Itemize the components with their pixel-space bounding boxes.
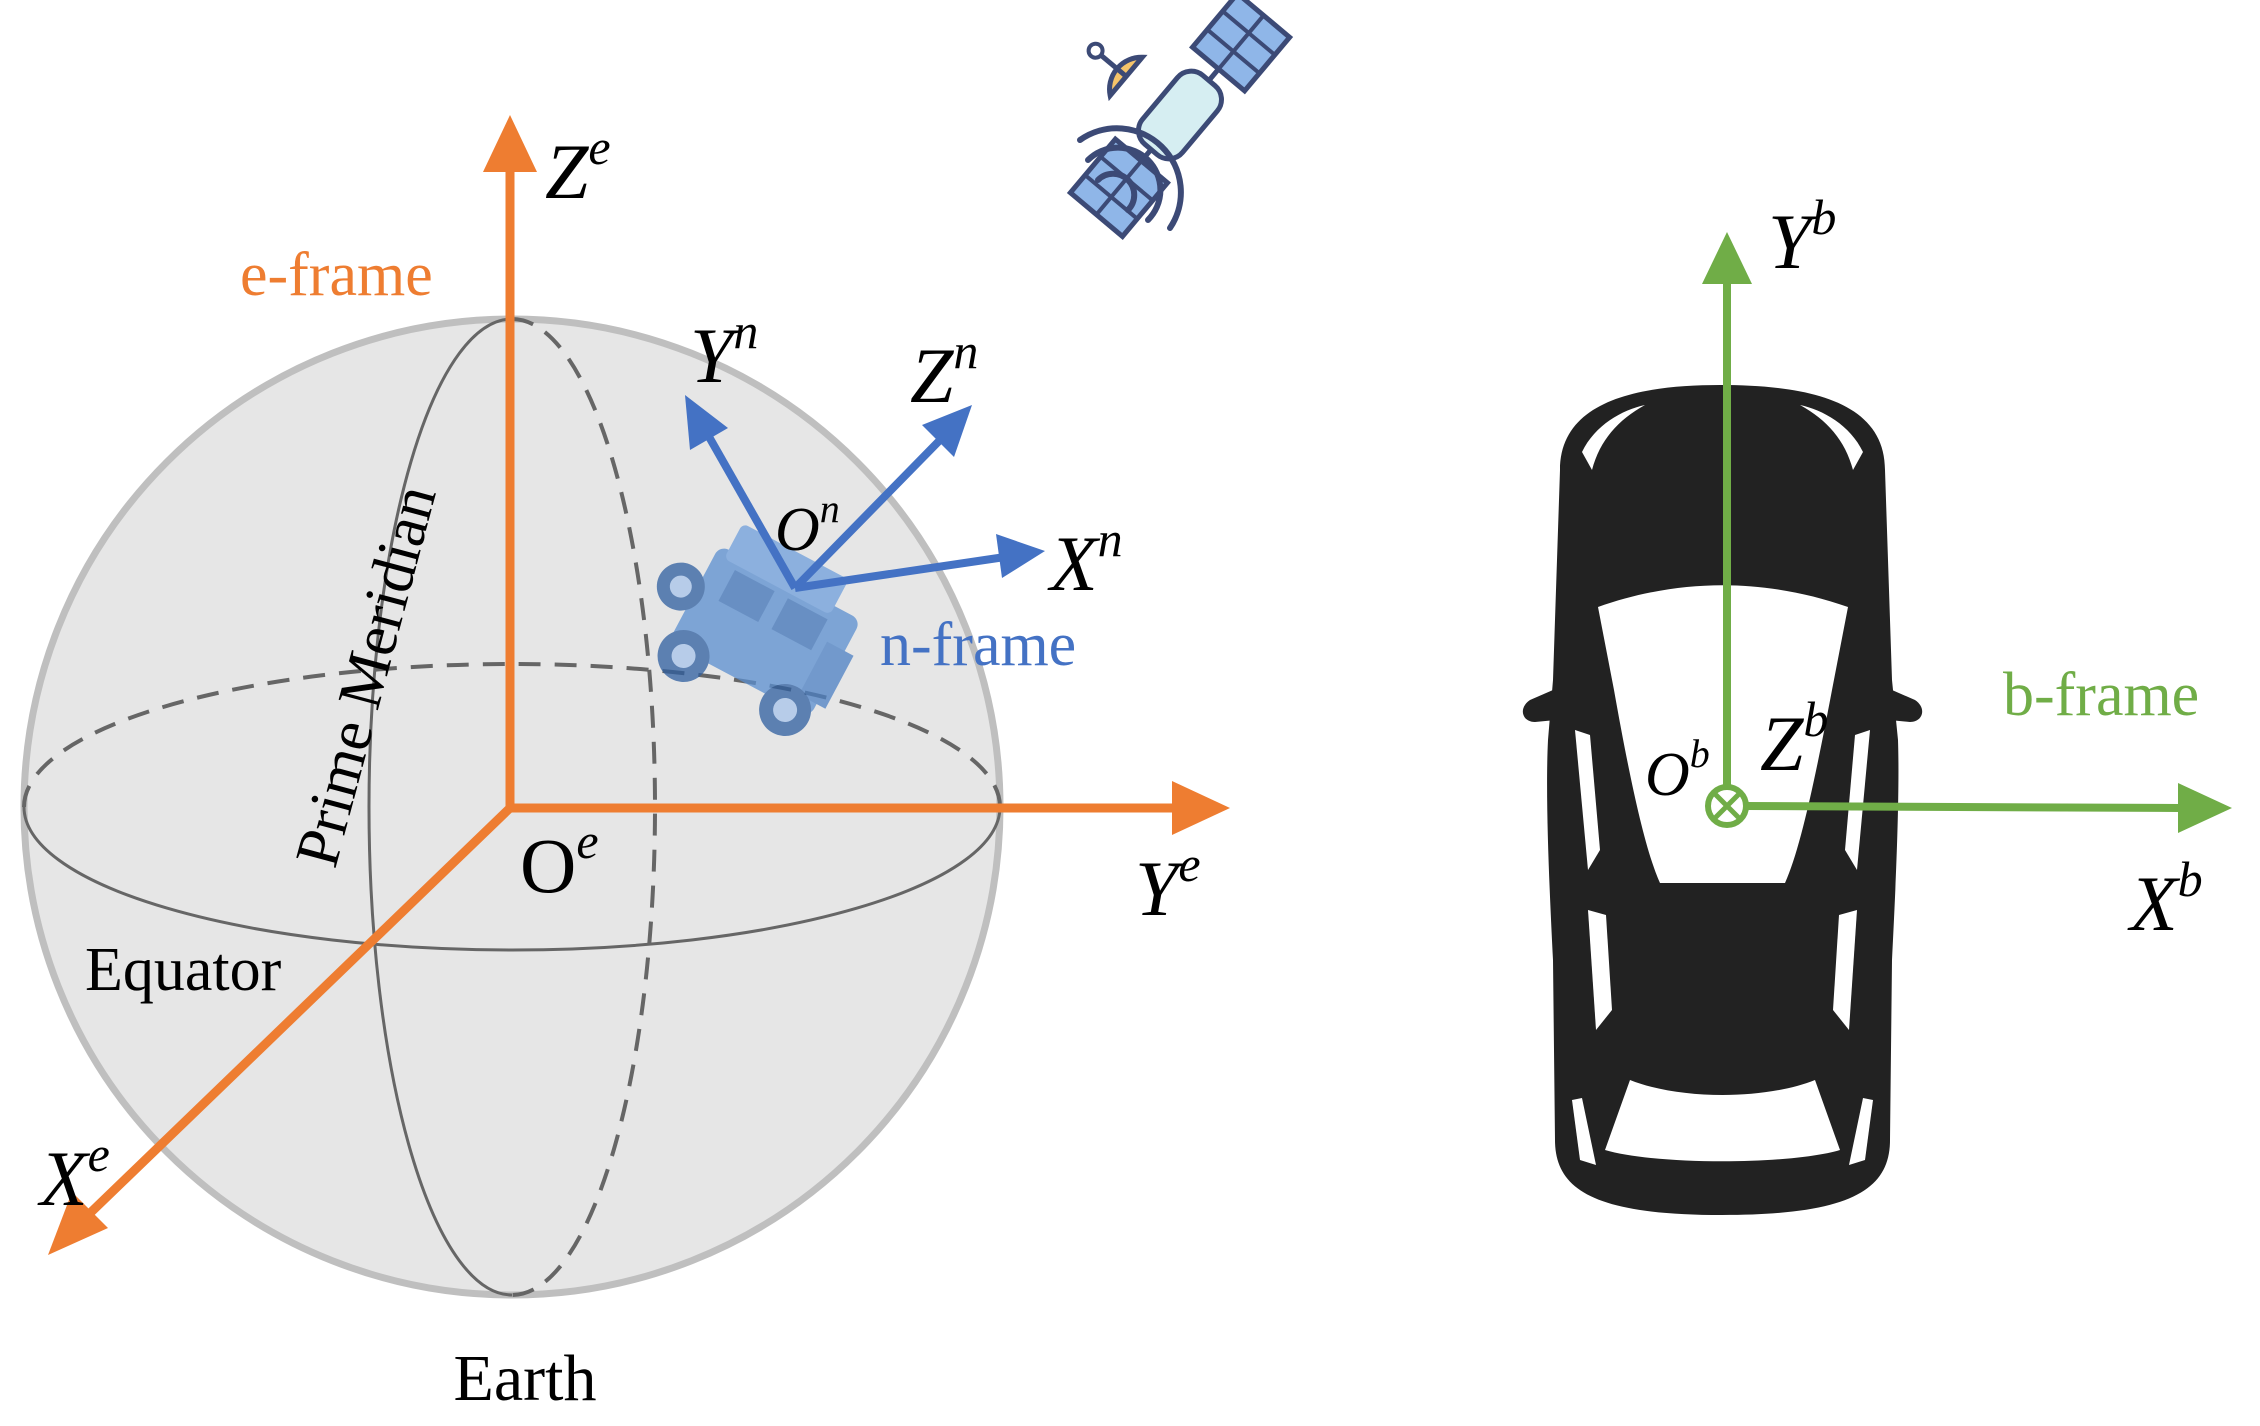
zb-label: Zb [1760,691,1828,787]
car-mirror-left [1522,690,1556,722]
ye-arrowhead [1172,781,1230,835]
car-mirror-right [1889,690,1923,722]
yn-arrowhead [685,395,728,450]
car-rear-side-window-right [1833,910,1857,1030]
b-frame-label: b-frame [2003,661,2199,729]
car-taillight-right [1849,1098,1873,1165]
car-side-window-right [1845,730,1870,870]
jeep-icon [656,525,858,736]
oe-label: Oe [520,813,599,909]
on-label: On [775,486,840,564]
yn-axis-line [704,433,799,590]
yb-label: Yb [1768,189,1836,285]
xn-arrowhead [996,534,1045,578]
e-frame-label: e-frame [240,241,433,309]
zn-axis-line [792,437,943,591]
yb-arrowhead [1702,232,1752,284]
xe-label: Xe [37,1126,110,1222]
xb-axis-line [1744,802,2181,812]
equator-label: Equator [85,936,282,1004]
car-rear-side-window-left [1588,910,1612,1030]
n-frame-axes [685,395,1045,592]
prime-meridian-line [367,317,513,1297]
zn-arrowhead [922,405,972,457]
zn-label: Zn [910,323,978,419]
ob-label: Ob [1645,731,1710,809]
car-side-window-left [1575,730,1600,870]
e-frame-axes [48,115,1230,1255]
n-frame-label: n-frame [880,611,1076,679]
xb-arrowhead [2178,783,2232,833]
xb-label: Xb [2127,851,2203,947]
yn-label: Yn [690,303,758,399]
car-taillight-left [1572,1098,1596,1165]
car-headlight-right [1800,405,1863,470]
signal-waves [1077,125,1184,231]
ze-arrowhead [483,115,537,172]
zb-cross-b [1712,791,1742,821]
xn-axis-line [794,553,1006,592]
xn-label: Xn [1047,511,1123,607]
ze-label: Ze [545,119,611,215]
xe-axis-line [81,804,514,1222]
earth-label: Earth [454,1342,597,1415]
car-headlight-left [1582,405,1645,470]
car-rear-window [1605,1080,1840,1162]
equator-front-line [22,806,1002,952]
xe-arrowhead [48,1192,108,1255]
ye-label: Ye [1135,836,1201,932]
satellite-icon [1066,0,1294,240]
b-frame-axes [1702,232,2232,833]
